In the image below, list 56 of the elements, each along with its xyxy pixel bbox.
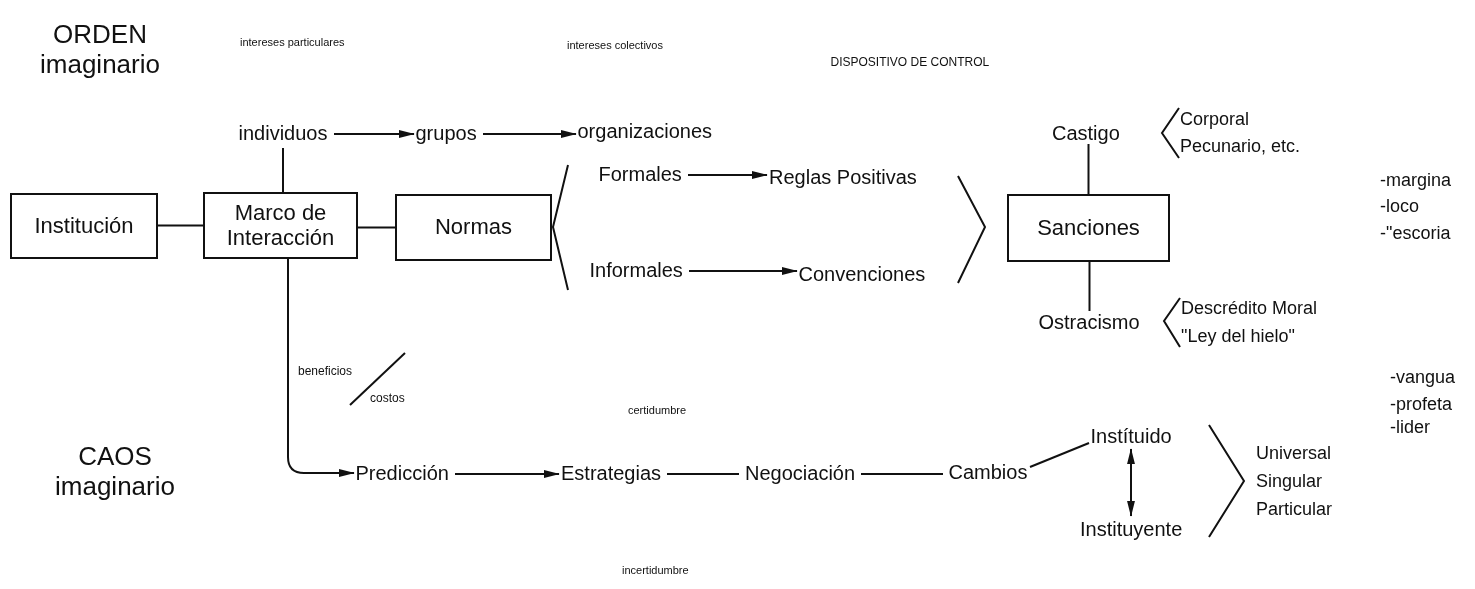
arrow [688,267,798,275]
node-label: Cambios [948,461,1028,483]
connector-line [357,226,396,229]
process-box: Marco de Interacción [203,192,358,259]
node-label: Ostracismo [1038,311,1140,333]
heading: CAOS imaginario [54,442,176,502]
connector-line [1087,143,1090,195]
item-label: Descrédito Moral [1181,297,1318,319]
note: incertidumbre [622,563,689,577]
arrow [687,171,768,179]
node-label: organizaciones [577,120,713,142]
heading: ORDEN imaginario [39,20,161,80]
arrow [287,258,355,477]
note: intereses particulares [240,35,345,49]
process-box: Sanciones [1007,194,1170,262]
node-label: grupos [415,122,477,144]
item-label: -margina [1380,169,1452,191]
item-label: Singular [1256,470,1323,492]
process-box: Institución [10,193,158,259]
arrow [482,130,577,138]
arrow [333,130,415,138]
connector-line [1029,442,1090,468]
connector-line [157,224,204,227]
connector-line [860,473,944,475]
node-label: Estrategias [561,462,662,484]
connector-line [282,147,284,193]
item-label: -profeta [1390,393,1453,415]
item-label: "Ley del hielo" [1181,325,1295,347]
connector-line [1088,261,1091,312]
item-label: Corporal [1180,108,1250,130]
node-label: individuos [238,122,328,144]
node-label: Instítuido [1090,425,1172,447]
node-label: Reglas Positivas [769,166,917,188]
item-label: Pecunario, etc. [1180,135,1301,157]
item-label: -loco [1380,195,1419,217]
node-label: Formales [598,163,682,185]
item-label: -lider [1390,416,1430,438]
heading: DISPOSITIVO DE CONTROL [830,56,990,70]
item-label: -"escoria [1380,222,1451,244]
node-label: Negociación [745,462,856,484]
note: intereses colectivos [567,38,663,52]
note: beneficios [298,365,353,379]
node-label: Castigo [1052,122,1120,144]
connector-line [666,473,740,475]
node-label: Informales [589,259,683,281]
node-label: Instituyente [1080,518,1183,540]
item-label: Universal [1256,442,1332,464]
arrow [454,470,560,478]
process-box: Normas [395,194,552,261]
arrow [1127,448,1135,517]
item-label: -vangua [1390,366,1456,388]
item-label: Particular [1256,498,1333,520]
node-label: Convenciones [798,263,926,285]
note: costos [370,392,405,406]
node-label: Predicción [355,462,449,484]
note: certidumbre [628,403,687,417]
